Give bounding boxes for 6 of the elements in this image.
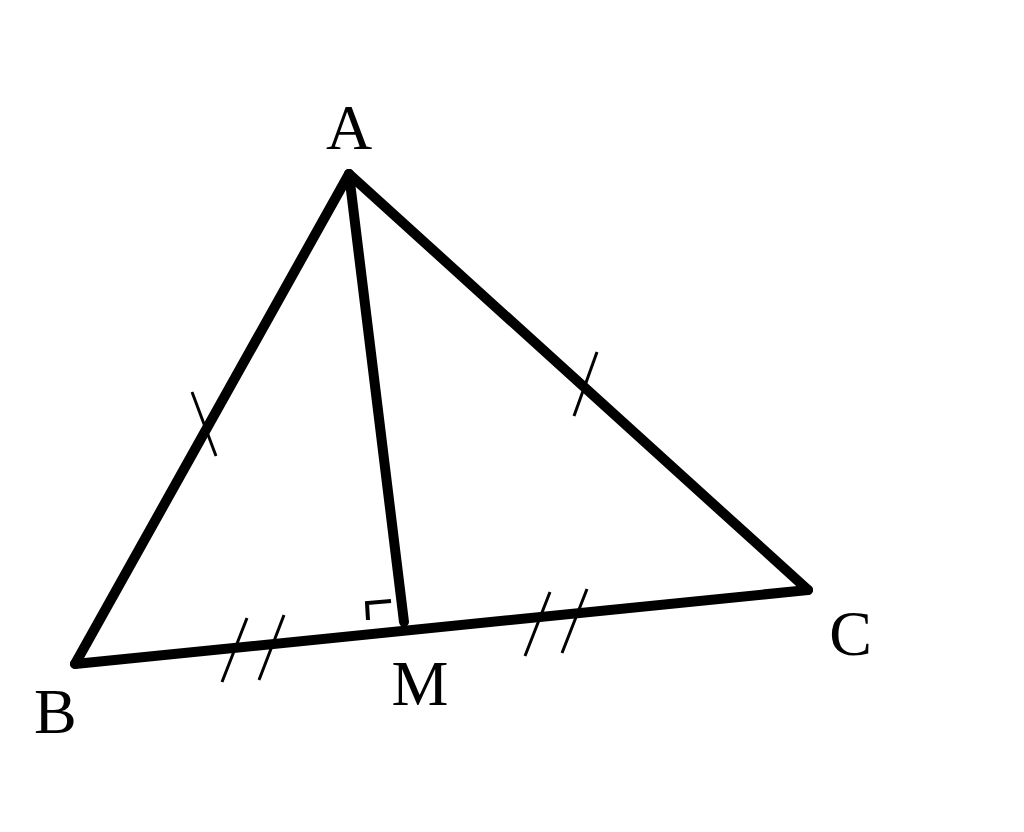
triangle-side (344, 169, 409, 627)
vertex-label: B (34, 664, 75, 744)
vertex-label: C (808, 590, 872, 666)
triangle-side (70, 585, 813, 669)
vertex-label: M (380, 622, 460, 716)
vertex-label: A (314, 96, 384, 174)
